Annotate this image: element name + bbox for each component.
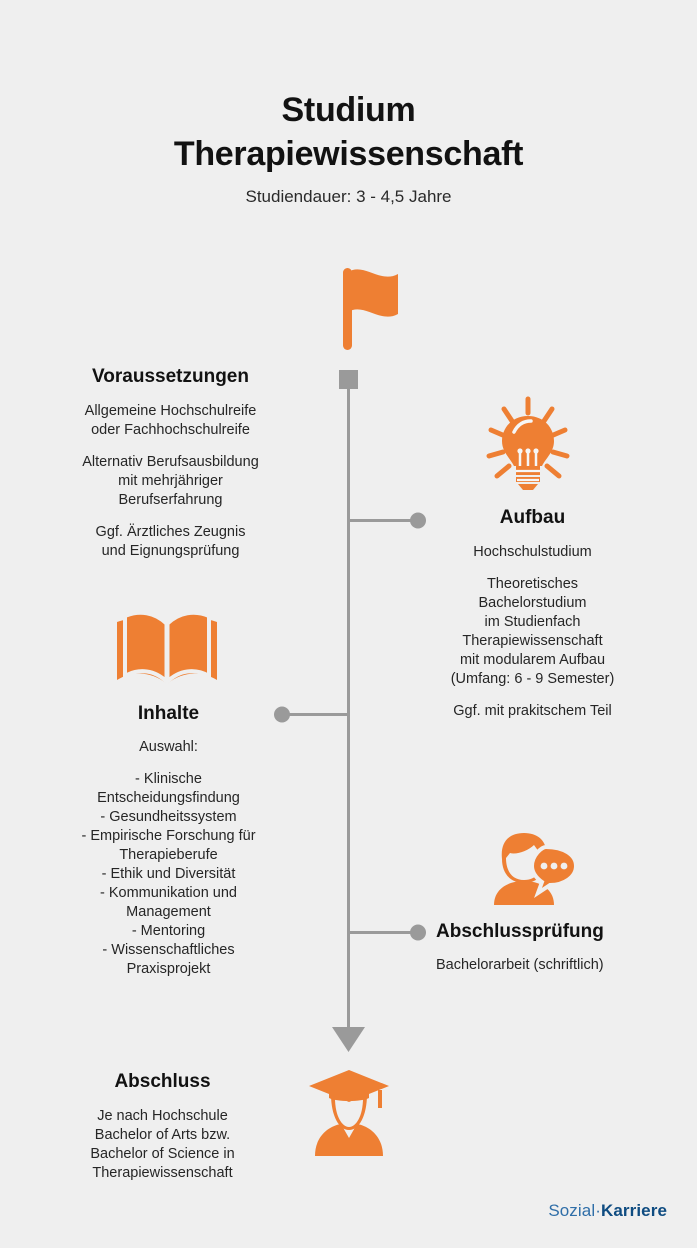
person-speech-bubble-icon xyxy=(486,831,579,910)
graduate-icon xyxy=(305,1064,393,1161)
section-abschlusspruefung-heading: Abschlussprüfung xyxy=(436,921,604,942)
page-title-line-2: Therapiewissenschaft xyxy=(173,135,524,173)
section-aufbau-text-3: Ggf. mit prakitschem Teil xyxy=(453,703,612,719)
brand-logo: Sozial·Karriere xyxy=(0,1200,667,1222)
open-book-icon xyxy=(113,608,221,695)
timeline-start-square-node xyxy=(339,370,358,389)
section-inhalte-heading: Inhalte xyxy=(137,703,200,724)
section-voraussetzungen-heading: Voraussetzungen xyxy=(92,366,249,387)
flag-icon xyxy=(334,262,412,355)
header: Studium Therapiewissenschaft Studiendaue… xyxy=(0,88,697,208)
section-inhalte-text-1: Auswahl: xyxy=(139,739,198,755)
lightbulb-icon xyxy=(484,396,572,497)
section-abschlusspruefung-text-1: Bachelorarbeit (schriftlich) xyxy=(436,957,604,973)
section-aufbau-heading: Aufbau xyxy=(499,507,566,528)
branch-node-abschlusspruefung xyxy=(410,924,426,941)
brand-logo-part-2: Karriere xyxy=(600,1201,667,1220)
section-aufbau-text-1: Hochschulstudium xyxy=(473,544,592,560)
section-abschlusspruefung: Abschlussprüfung Bachelorarbeit (schrift… xyxy=(436,920,686,975)
timeline-end-arrow xyxy=(332,1027,365,1052)
section-voraussetzungen: Voraussetzungen Allgemeine Hochschulreif… xyxy=(38,365,303,561)
page-title-line-1: Studium xyxy=(281,91,416,129)
page-subtitle: Studiendauer: 3 - 4,5 Jahre xyxy=(245,187,452,206)
brand-logo-part-1: Sozial· xyxy=(548,1201,601,1220)
section-abschluss-heading: Abschluss xyxy=(114,1071,211,1092)
